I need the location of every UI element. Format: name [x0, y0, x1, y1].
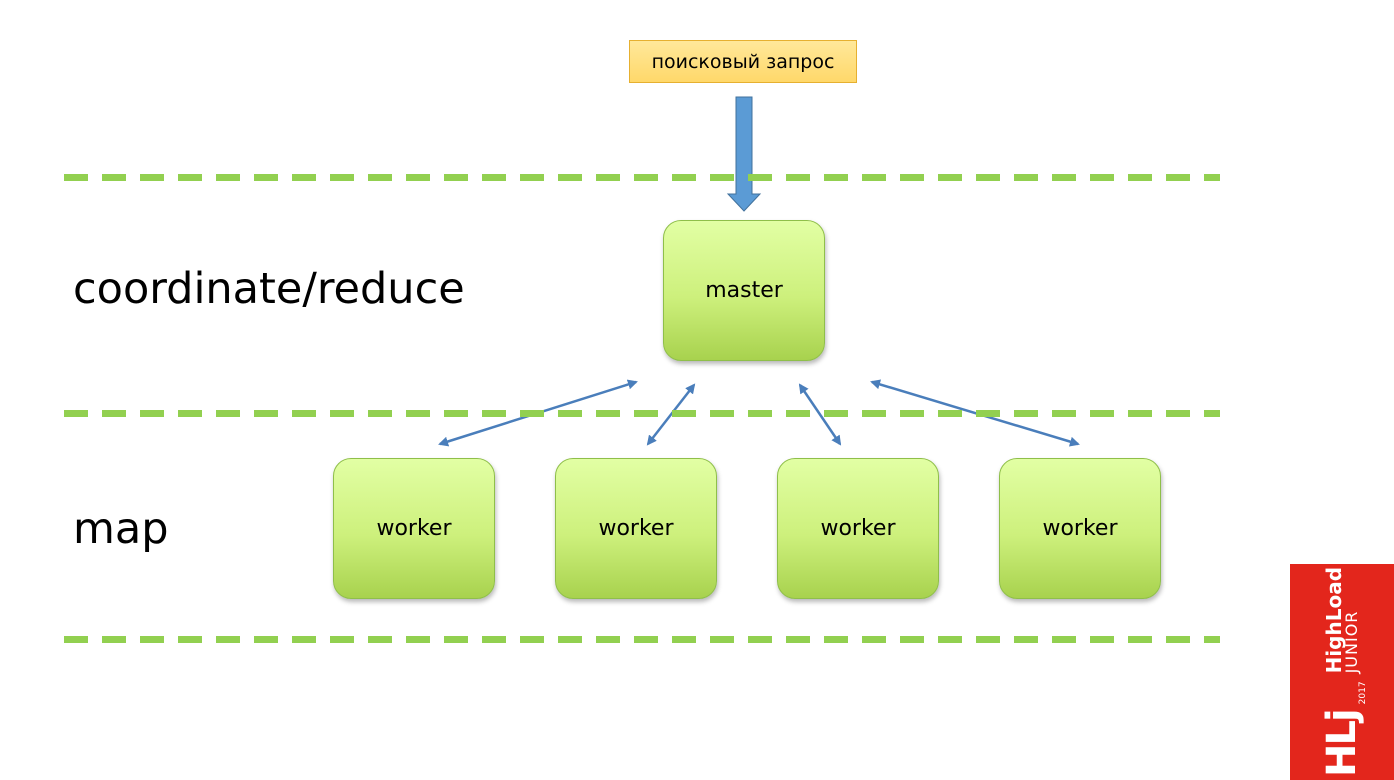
worker-node: worker [555, 458, 717, 599]
logo-year: 2017 [1358, 681, 1368, 705]
worker-node-label: worker [598, 516, 674, 541]
worker-node: worker [777, 458, 939, 599]
tier-divider-bottom [64, 636, 1220, 643]
tier-divider-middle [64, 410, 1220, 417]
worker-node-label: worker [820, 516, 896, 541]
highload-junior-logo: HLj 2017 HighLoad JUNIOR [1290, 564, 1394, 780]
worker-node-label: worker [376, 516, 452, 541]
master-node: master [663, 220, 825, 361]
logo-name: HighLoad [1322, 566, 1346, 674]
logo-subtitle: JUNIOR [1342, 610, 1361, 674]
search-query-label: поисковый запрос [651, 50, 835, 73]
logo-content: HLj 2017 HighLoad JUNIOR [1302, 567, 1382, 777]
worker-node-label: worker [1042, 516, 1118, 541]
tier-label-map: map [73, 504, 169, 554]
worker-node: worker [333, 458, 495, 599]
tier-label-coordinate: coordinate/reduce [73, 264, 465, 314]
logo-text: HighLoad JUNIOR [1322, 566, 1361, 674]
tier-divider-top [64, 174, 1220, 181]
worker-node: worker [999, 458, 1161, 599]
logo-mark: HLj [1319, 710, 1365, 777]
query-down-arrow [726, 96, 762, 212]
master-node-label: master [705, 278, 783, 303]
search-query-box: поисковый запрос [629, 40, 857, 83]
